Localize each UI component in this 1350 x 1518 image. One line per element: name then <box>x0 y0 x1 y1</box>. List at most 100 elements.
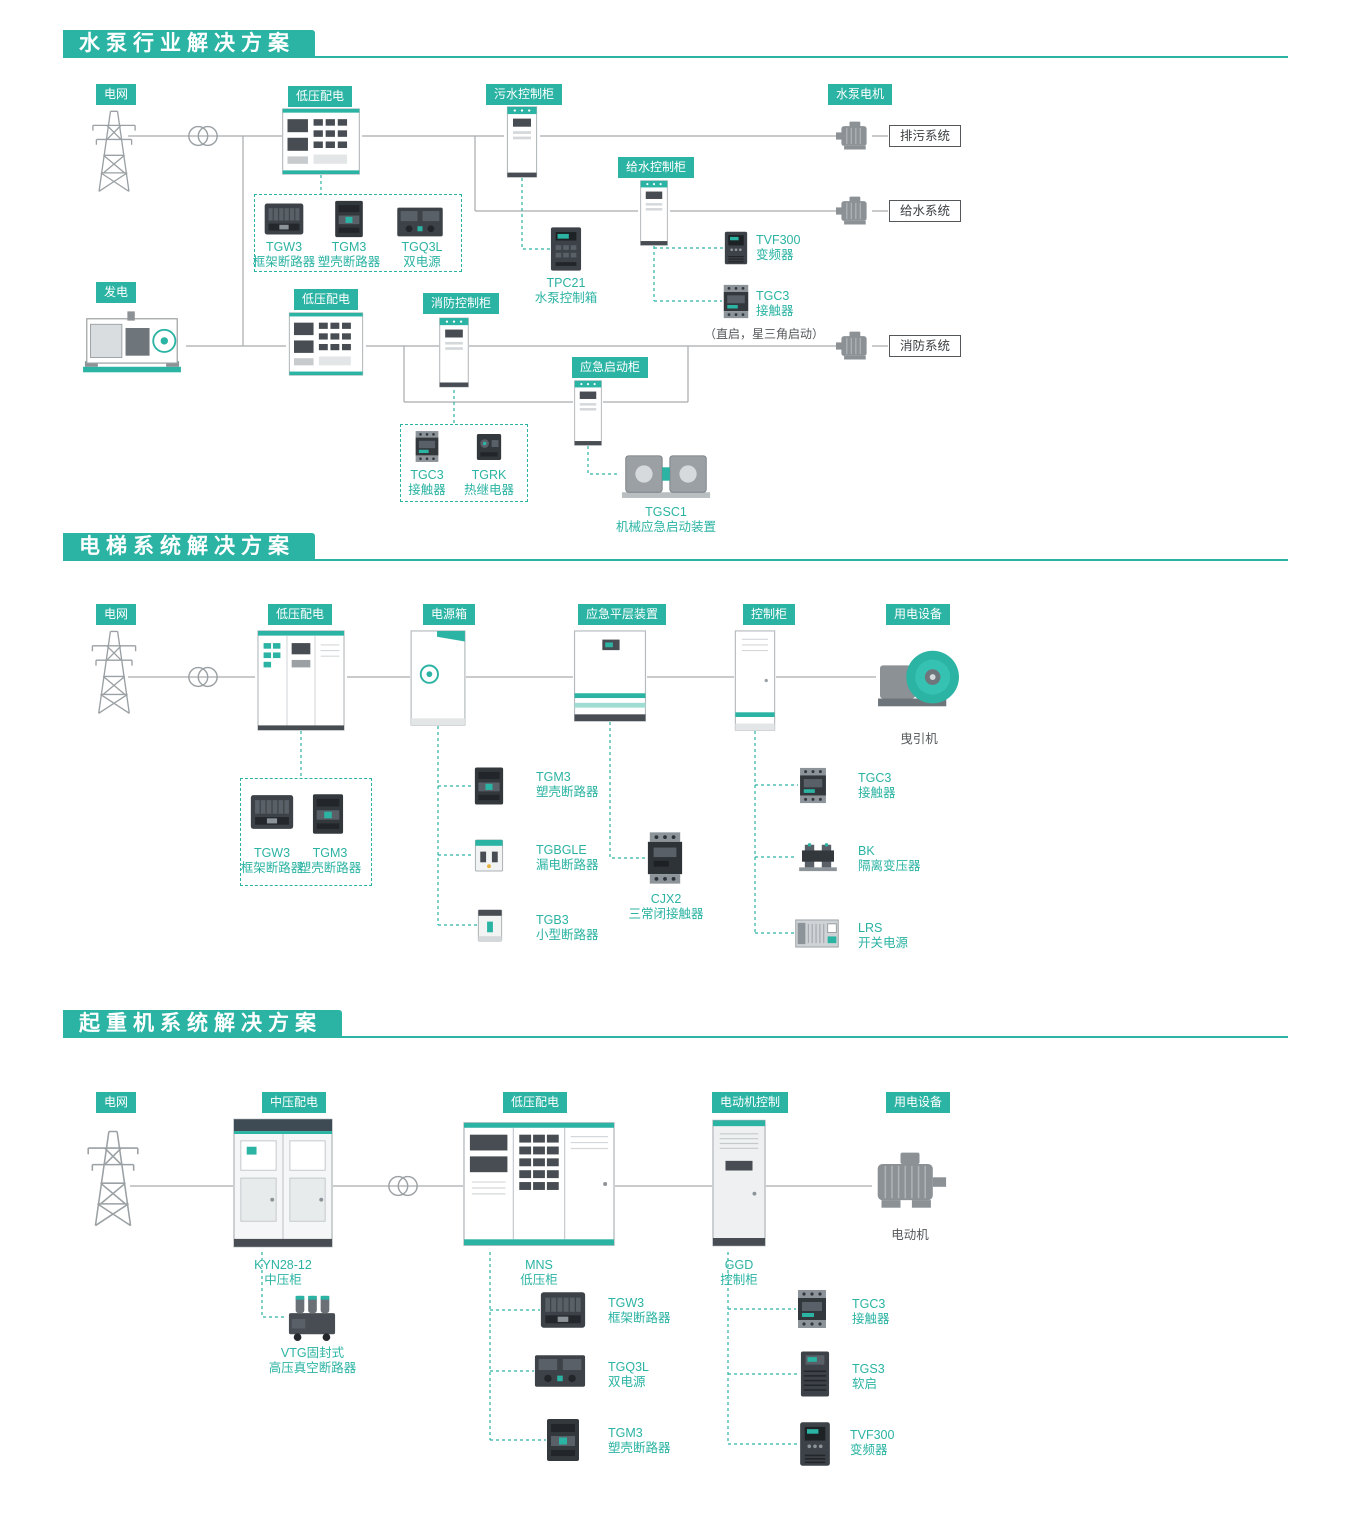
tgq3l-ats-icon <box>394 206 446 238</box>
product-name: LRS <box>858 921 883 935</box>
product-label-tgq3l-crane: TGQ3L 双电源 <box>608 1360 649 1390</box>
water-supply-control-cabinet-icon <box>638 180 670 246</box>
product-desc: 框架断路器 <box>252 255 316 269</box>
badge-water-supply-control-cabinet: 给水控制柜 <box>618 157 695 178</box>
tvf300-vfd-icon <box>724 229 748 267</box>
control-cabinet-icon <box>734 630 776 731</box>
dashed-connectors <box>261 175 800 1445</box>
product-name: GGD <box>724 1258 754 1272</box>
traction-machine-icon <box>876 640 962 718</box>
tgc3-contactor-icon-fire <box>414 430 440 463</box>
product-desc: 接触器 <box>858 786 896 800</box>
product-label-tgw3-elevator: TGW3 框架断路器 <box>240 846 304 876</box>
section-rule-crane <box>63 1036 1288 1038</box>
lrs-power-supply-icon <box>794 919 840 948</box>
product-label-tpc21: TPC21 水泵控制箱 <box>534 276 598 306</box>
transformer-icon-elevator <box>186 664 220 690</box>
tgq3l-ats-icon-crane <box>534 1353 586 1389</box>
product-name: TGM3 <box>536 770 571 784</box>
tgc3-contactor-icon <box>722 284 750 319</box>
tgb3-mcb-icon <box>477 909 503 942</box>
product-desc: 漏电断路器 <box>536 858 599 872</box>
badge-control-cabinet: 控制柜 <box>743 604 796 625</box>
product-desc: 开关电源 <box>858 936 909 950</box>
electric-motor-label: 电动机 <box>891 1228 929 1242</box>
product-desc: 框架断路器 <box>240 861 304 875</box>
badge-lv-distribution-1: 低压配电 <box>288 86 353 107</box>
tgrk-thermal-relay-icon <box>476 433 502 461</box>
product-desc: 塑壳断路器 <box>608 1441 671 1455</box>
product-desc: 接触器 <box>756 304 794 318</box>
product-name: TVF300 <box>850 1428 895 1442</box>
product-label-tgbgle: TGBGLE 漏电断路器 <box>536 843 599 873</box>
badge-power-grid-pump: 电网 <box>96 84 137 105</box>
product-name: TGW3 <box>253 846 291 860</box>
product-desc: 塑壳断路器 <box>536 785 599 799</box>
badge-equipment-elevator: 用电设备 <box>886 604 951 625</box>
product-desc: 双电源 <box>403 255 441 269</box>
pump-motor-icon-supply <box>836 194 872 228</box>
product-desc: 隔离变压器 <box>858 859 921 873</box>
product-label-cjx2: CJX2 三常闭接触器 <box>616 892 716 922</box>
product-label-tgw3-crane: TGW3 框架断路器 <box>608 1296 671 1326</box>
product-label-tgw3: TGW3 框架断路器 <box>252 240 316 270</box>
product-desc: 小型断路器 <box>536 928 599 942</box>
product-name: TGB3 <box>536 913 569 927</box>
product-desc: 控制柜 <box>720 1273 758 1287</box>
tgbgle-rcbo-icon <box>474 839 504 872</box>
product-name: TGC3 <box>756 289 790 303</box>
product-desc: 水泵控制箱 <box>534 291 598 305</box>
transmission-tower-icon <box>85 106 143 194</box>
product-label-tgm3-elevator-box: TGM3 塑壳断路器 <box>298 846 362 876</box>
product-label-lrs: LRS 开关电源 <box>858 921 908 951</box>
system-box-fire: 消防系统 <box>889 335 962 357</box>
product-desc: 塑壳断路器 <box>298 861 362 875</box>
product-label-tgb3: TGB3 小型断路器 <box>536 913 599 943</box>
product-label-kyn2812: KYN28-12 中压柜 <box>233 1258 333 1288</box>
product-desc: 高压真空断路器 <box>268 1361 357 1375</box>
product-desc: 软启 <box>852 1377 878 1391</box>
product-label-tgc3-main: TGC3 接触器 <box>756 289 794 319</box>
cjx2-contactor-icon <box>646 830 684 886</box>
ggd-control-cabinet-icon <box>712 1116 766 1252</box>
tgw3-frame-breaker-icon-crane <box>540 1290 586 1330</box>
product-label-tvf300: TVF300 变频器 <box>756 233 800 263</box>
badge-emergency-start-cabinet: 应急启动柜 <box>572 357 649 378</box>
fire-control-cabinet-icon <box>439 315 469 390</box>
pump-motor-icon-sewage <box>836 119 872 153</box>
section-title-crane: 起重机系统解决方案 <box>63 1010 342 1038</box>
product-name: MNS <box>525 1258 553 1272</box>
product-desc: 变频器 <box>756 248 794 262</box>
product-name: TGS3 <box>852 1362 885 1376</box>
breaker-group-box <box>254 194 462 272</box>
product-label-tgc3-crane: TGC3 接触器 <box>852 1297 890 1327</box>
product-name: TGW3 <box>265 240 303 254</box>
emergency-start-cabinet-icon <box>573 380 603 446</box>
product-label-tgm3-crane: TGM3 塑壳断路器 <box>608 1426 671 1456</box>
section-rule-pump <box>63 56 1288 58</box>
system-box-sewage: 排污系统 <box>889 125 962 147</box>
tgm3-mccb-icon-elevator-box <box>312 792 344 836</box>
generator-icon <box>78 304 186 376</box>
product-name: TGM3 <box>331 240 367 254</box>
product-name: TGRK <box>471 468 507 482</box>
tgsc1-emergency-device-icon <box>620 448 712 500</box>
sewage-control-cabinet-icon <box>504 106 540 178</box>
product-label-tgrk: TGRK 热继电器 <box>457 468 521 498</box>
tgc3-contactor-icon-crane <box>796 1289 828 1329</box>
tgc3-contactor-icon-elevator <box>798 767 828 804</box>
product-desc: 三常闭接触器 <box>628 907 704 921</box>
tgs3-soft-starter-icon <box>800 1350 830 1398</box>
tpc21-pump-control-box-icon <box>550 226 582 272</box>
lv-switchgear-icon <box>280 108 362 175</box>
product-desc: 接触器 <box>852 1312 890 1326</box>
product-name: TGC3 <box>852 1297 886 1311</box>
product-name: TGSC1 <box>645 505 687 519</box>
section-title-elevator: 电梯系统解决方案 <box>63 533 315 561</box>
transformer-icon-crane <box>386 1173 420 1199</box>
product-name: BK <box>858 844 875 858</box>
product-desc: 塑壳断路器 <box>317 255 381 269</box>
product-name: TVF300 <box>756 233 801 247</box>
